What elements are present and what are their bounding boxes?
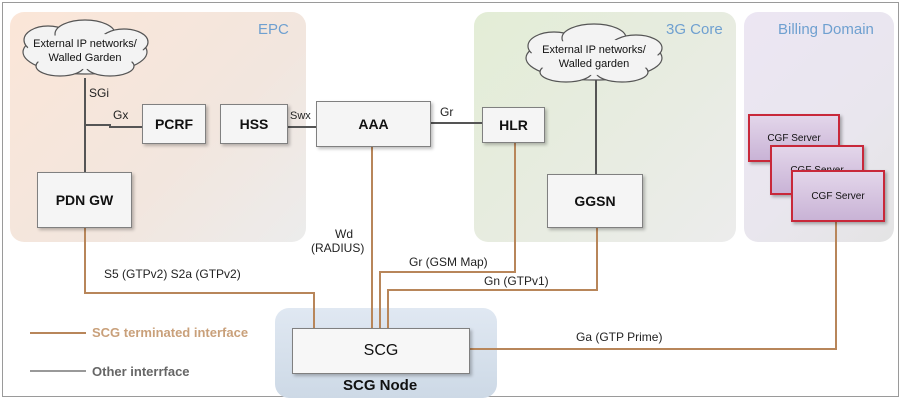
epc-title: EPC — [258, 21, 289, 38]
aaa-node: AAA — [316, 101, 431, 147]
cloud-right-line1: External IP networks/ — [542, 44, 647, 56]
ga-gtp-prime-label: Ga (GTP Prime) — [576, 330, 663, 344]
swx-label: Swx — [290, 110, 311, 122]
cloud-left-line2: Walled Garden — [49, 52, 122, 64]
radius-label: (RADIUS) — [311, 241, 365, 255]
scg-node: SCG — [292, 328, 470, 374]
scg-node-title: SCG Node — [343, 377, 418, 394]
gn-gtpv1-link — [387, 228, 598, 328]
cloud-left-line1: External IP networks/ — [33, 38, 138, 50]
legend-scg-terminated: SCG terminated interface — [92, 325, 249, 340]
3g-core-title: 3G Core — [666, 21, 723, 38]
cloud-right-line2: Walled garden — [559, 58, 630, 70]
gr-gsm-map-link — [379, 143, 516, 328]
ggsn-node: GGSN — [547, 174, 643, 228]
gx-label: Gx — [113, 108, 129, 122]
gn-gtpv1-label: Gn (GTPv1) — [484, 274, 549, 288]
gx-link — [85, 124, 142, 128]
hlr-node: HLR — [482, 107, 545, 143]
s5-s2a-label: S5 (GTPv2) S2a (GTPv2) — [104, 267, 241, 281]
sgi-label: SGi — [89, 86, 110, 100]
gr-gsm-map-label: Gr (GSM Map) — [409, 255, 488, 269]
ga-gtp-prime-link — [470, 222, 837, 350]
hss-node: HSS — [220, 104, 288, 144]
pcrf-node: PCRF — [142, 104, 206, 144]
gr-label: Gr — [440, 105, 454, 119]
s5-s2a-link — [84, 228, 315, 328]
pdn-gw-node: PDN GW — [37, 172, 132, 228]
wd-label: Wd — [335, 227, 353, 241]
billing-domain-title: Billing Domain — [778, 21, 874, 38]
cgf-server-3: CGF Server — [791, 170, 885, 222]
legend-other-interface: Other interrface — [92, 364, 190, 379]
